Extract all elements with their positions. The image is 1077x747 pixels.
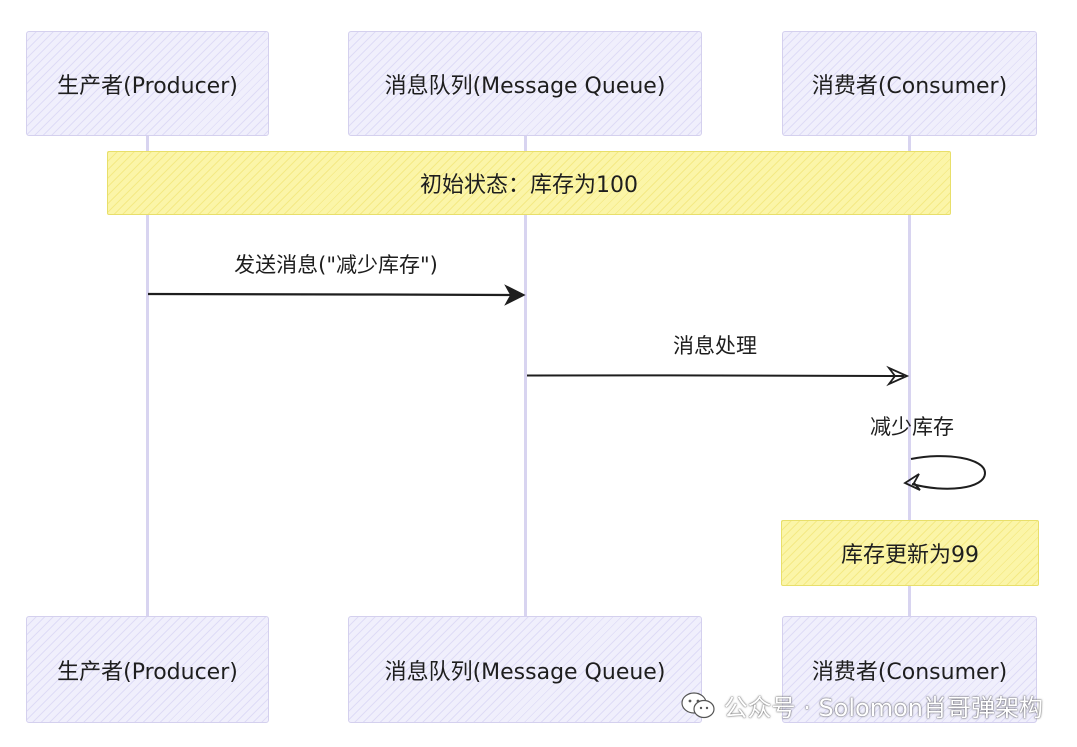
participant-label: 生产者(Producer) xyxy=(57,73,238,99)
lifeline-message-queue xyxy=(524,136,527,616)
participant-label: 消息队列(Message Queue) xyxy=(384,659,666,685)
participant-consumer-top: 消费者(Consumer) xyxy=(782,31,1037,136)
note-label: 初始状态：库存为100 xyxy=(420,173,638,198)
lifeline-producer xyxy=(146,136,149,616)
participant-producer-top: 生产者(Producer) xyxy=(26,31,269,136)
note-stock-updated: 库存更新为99 xyxy=(781,520,1039,586)
participant-label: 消息队列(Message Queue) xyxy=(384,73,666,99)
note-label: 库存更新为99 xyxy=(841,543,979,568)
participant-label: 生产者(Producer) xyxy=(57,659,238,685)
participant-consumer-bottom: 消费者(Consumer) xyxy=(782,616,1037,723)
participant-label: 消费者(Consumer) xyxy=(811,659,1008,685)
lifeline-consumer xyxy=(908,136,911,616)
watermark-text: 公众号 · Solomon肖哥弹架构 xyxy=(723,694,1043,722)
label-message-processing: 消息处理 xyxy=(673,334,757,358)
participant-message-queue-bottom: 消息队列(Message Queue) xyxy=(348,616,702,723)
participant-message-queue-top: 消息队列(Message Queue) xyxy=(348,31,702,136)
note-initial-state: 初始状态：库存为100 xyxy=(107,151,951,215)
arrow-self-reduce-stock xyxy=(903,455,987,491)
label-reduce-stock: 减少库存 xyxy=(870,415,954,439)
arrow-message-processing xyxy=(526,365,910,387)
wechat-icon xyxy=(680,691,715,718)
participant-label: 消费者(Consumer) xyxy=(811,73,1008,99)
watermark: 公众号 · Solomon肖哥弹架构 xyxy=(680,688,1043,723)
arrow-send-message xyxy=(147,284,526,306)
label-send-message: 发送消息("减少库存") xyxy=(234,253,438,277)
participant-producer-bottom: 生产者(Producer) xyxy=(26,616,269,723)
